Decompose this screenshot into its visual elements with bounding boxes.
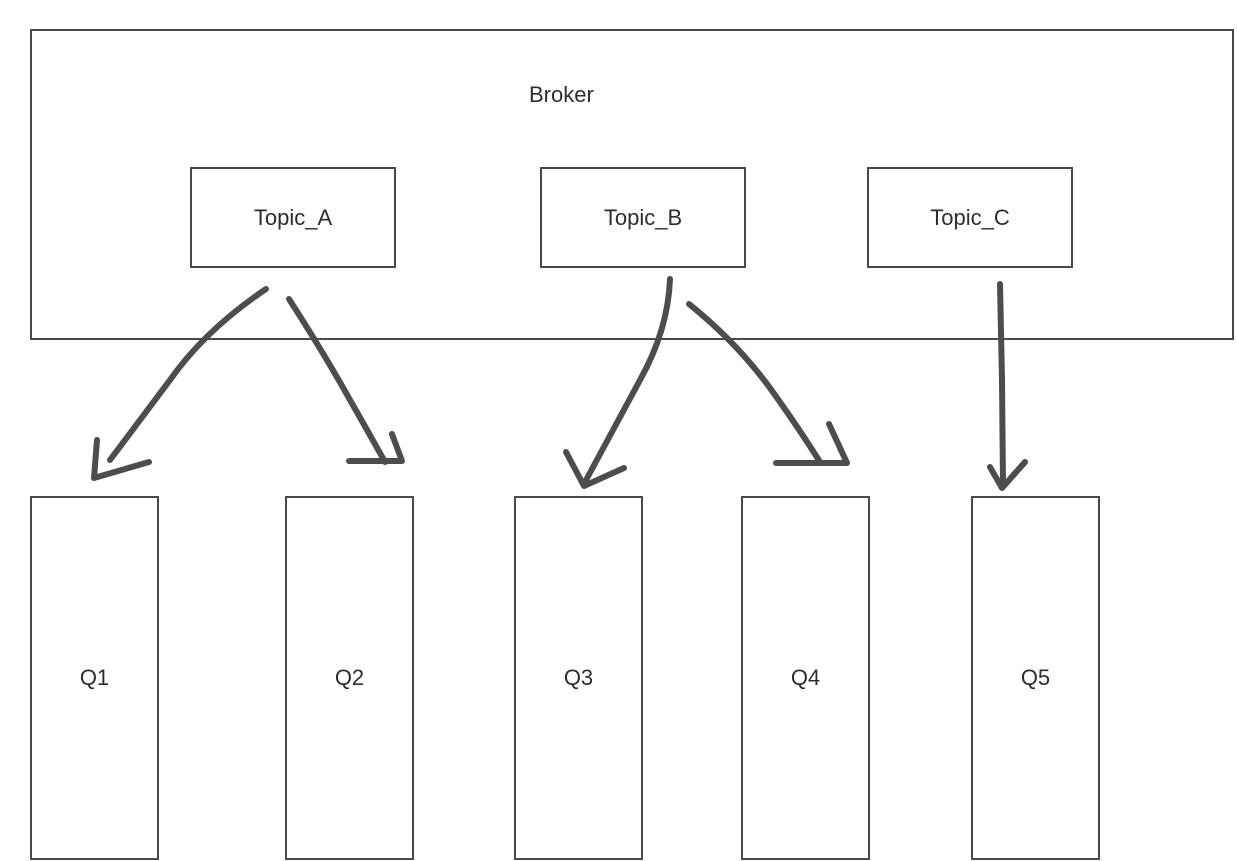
queue-q2-label: Q2	[334, 665, 365, 690]
topic-a-label: Topic_A	[253, 204, 333, 230]
topic-c-label: Topic_C	[930, 204, 1010, 230]
queue-q2: Q2	[285, 496, 414, 860]
topic-c-node: Topic_C	[867, 167, 1073, 268]
broker-label: Broker	[529, 82, 594, 107]
queue-q5: Q5	[971, 496, 1100, 860]
topic-a-node: Topic_A	[190, 167, 396, 268]
queue-q4: Q4	[741, 496, 870, 860]
topic-b-node: Topic_B	[540, 167, 746, 268]
queue-q3: Q3	[514, 496, 643, 860]
topic-b-label: Topic_B	[603, 204, 683, 230]
queue-q3-label: Q3	[563, 665, 594, 690]
queue-q5-label: Q5	[1020, 665, 1051, 690]
queue-q1-label: Q1	[79, 665, 110, 690]
queue-q4-label: Q4	[790, 665, 821, 690]
queue-q1: Q1	[30, 496, 159, 860]
